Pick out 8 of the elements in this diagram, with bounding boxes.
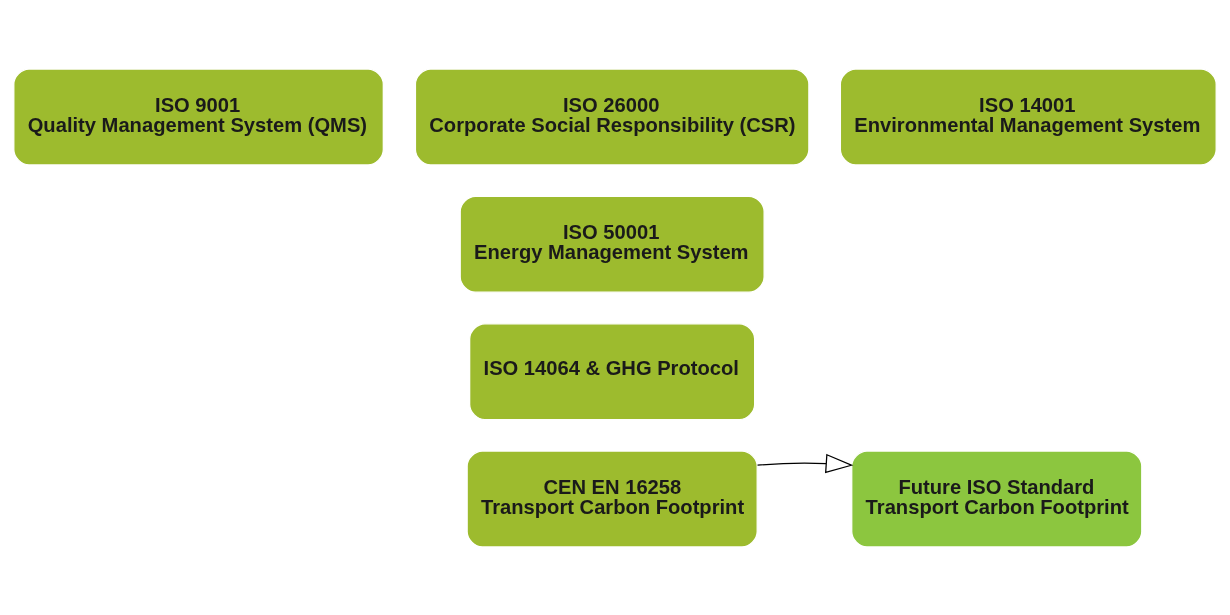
node-box: ISO 14064 & GHG Protocol (469, 322, 756, 420)
arrow (756, 453, 854, 473)
node-box: ISO 50001 Energy Management System (459, 195, 765, 293)
node-box: CEN EN 16258 Transport Carbon Footprint (466, 450, 758, 548)
node-box: ISO 9001 Quality Management System (QMS) (13, 67, 384, 165)
node-box: Future ISO Standard Transport Carbon Footprint (851, 450, 1143, 548)
node-box: ISO 14001 Environmental Management System (839, 67, 1217, 165)
node-box: ISO 26000 Corporate Social Responsibility (CSR) (414, 67, 810, 165)
